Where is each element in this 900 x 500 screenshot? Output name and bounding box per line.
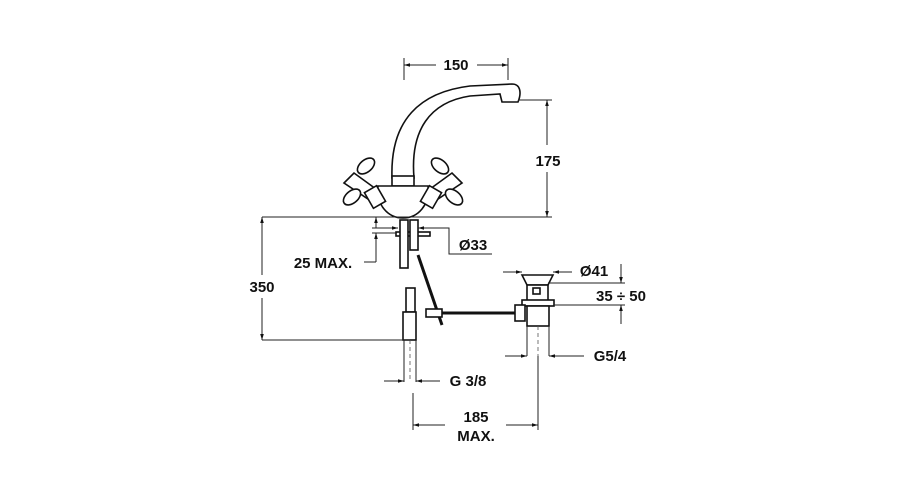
dim-33-label: Ø33 [459, 237, 487, 254]
waste-drain [514, 274, 555, 356]
dimension-waste-diameter: Ø41 [503, 263, 608, 280]
dimension-rod-distance: 185 MAX. [412, 356, 539, 445]
dimension-waste-range: 35 ÷ 50 [548, 264, 646, 324]
dim-350-label: 350 [249, 279, 274, 296]
left-cross-handle [342, 157, 387, 210]
dimension-hole-diameter: Ø33 [372, 226, 492, 255]
dim-175-label: 175 [535, 153, 560, 170]
dim-25max-label: 25 MAX. [294, 255, 352, 272]
dimension-total-depth: 350 [249, 217, 410, 341]
dimension-spout-height: 175 [518, 99, 561, 217]
pop-up-rod [416, 254, 518, 326]
right-cross-handle [419, 157, 464, 210]
dim-185-label: 185 [463, 409, 488, 426]
dim-g38-label: G 3/8 [450, 373, 487, 390]
dim-35-50-label: 35 ÷ 50 [596, 288, 646, 305]
dimension-waste-thread: G5/4 [505, 348, 627, 365]
dim-41-label: Ø41 [580, 263, 608, 280]
dim-150-label: 150 [443, 57, 468, 74]
dimension-supply-thread: G 3/8 [384, 373, 486, 390]
dim-g54-label: G5/4 [594, 348, 627, 365]
dimension-spout-reach: 150 [403, 57, 509, 80]
mounting-shank [395, 219, 431, 382]
dimension-deck-thickness: 25 MAX. [294, 217, 396, 272]
dim-185-note: MAX. [457, 428, 495, 445]
